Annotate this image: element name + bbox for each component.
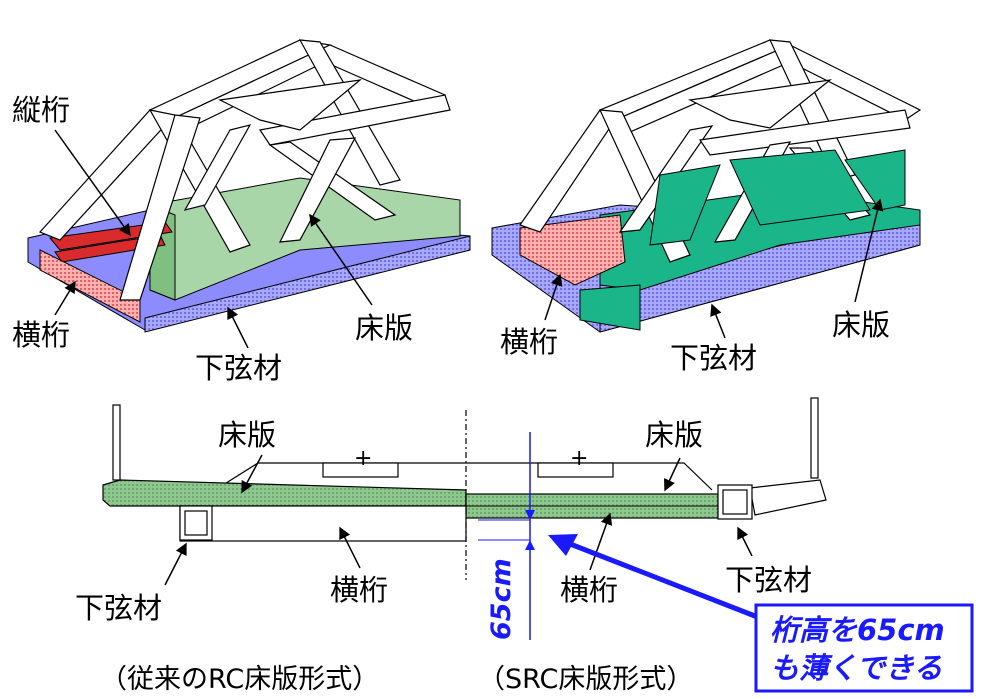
callout-box: 桁高を65cm も薄くできる — [754, 603, 974, 693]
label-deck-right: 床版 — [832, 308, 890, 342]
plus-mark-left: + — [354, 446, 372, 471]
section-crossbeam-right: 横桁 — [560, 573, 618, 607]
caption-rc: （従来のRC床版形式） — [100, 664, 379, 695]
section-deck-left: 床版 — [218, 418, 276, 452]
label-crossbeam-left: 横桁 — [12, 318, 70, 352]
callout-line1: 桁高を65cm — [770, 613, 945, 647]
section-lower-chord-right: 下弦材 — [725, 563, 812, 597]
callout-line2: も薄くできる — [770, 651, 943, 685]
label-stringer: 縦桁 — [12, 93, 70, 127]
section-crossbeam-left: 横桁 — [330, 573, 388, 607]
section-lower-chord-left: 下弦材 — [75, 591, 162, 625]
label-lower-chord-left: 下弦材 — [195, 351, 282, 385]
cross-section: + + — [102, 397, 827, 640]
truss-src-3d — [491, 39, 922, 333]
callout-arrow — [548, 534, 761, 621]
dimension-65cm: 65cm — [486, 558, 517, 640]
label-deck-left: 床版 — [355, 311, 413, 345]
caption-src: （SRC床版形式） — [478, 664, 693, 695]
label-lower-chord-right: 下弦材 — [670, 341, 757, 375]
section-deck-right: 床版 — [645, 418, 703, 452]
truss-rc-3d — [27, 39, 471, 333]
plus-mark-right: + — [570, 446, 588, 471]
label-crossbeam-right: 横桁 — [500, 325, 558, 359]
